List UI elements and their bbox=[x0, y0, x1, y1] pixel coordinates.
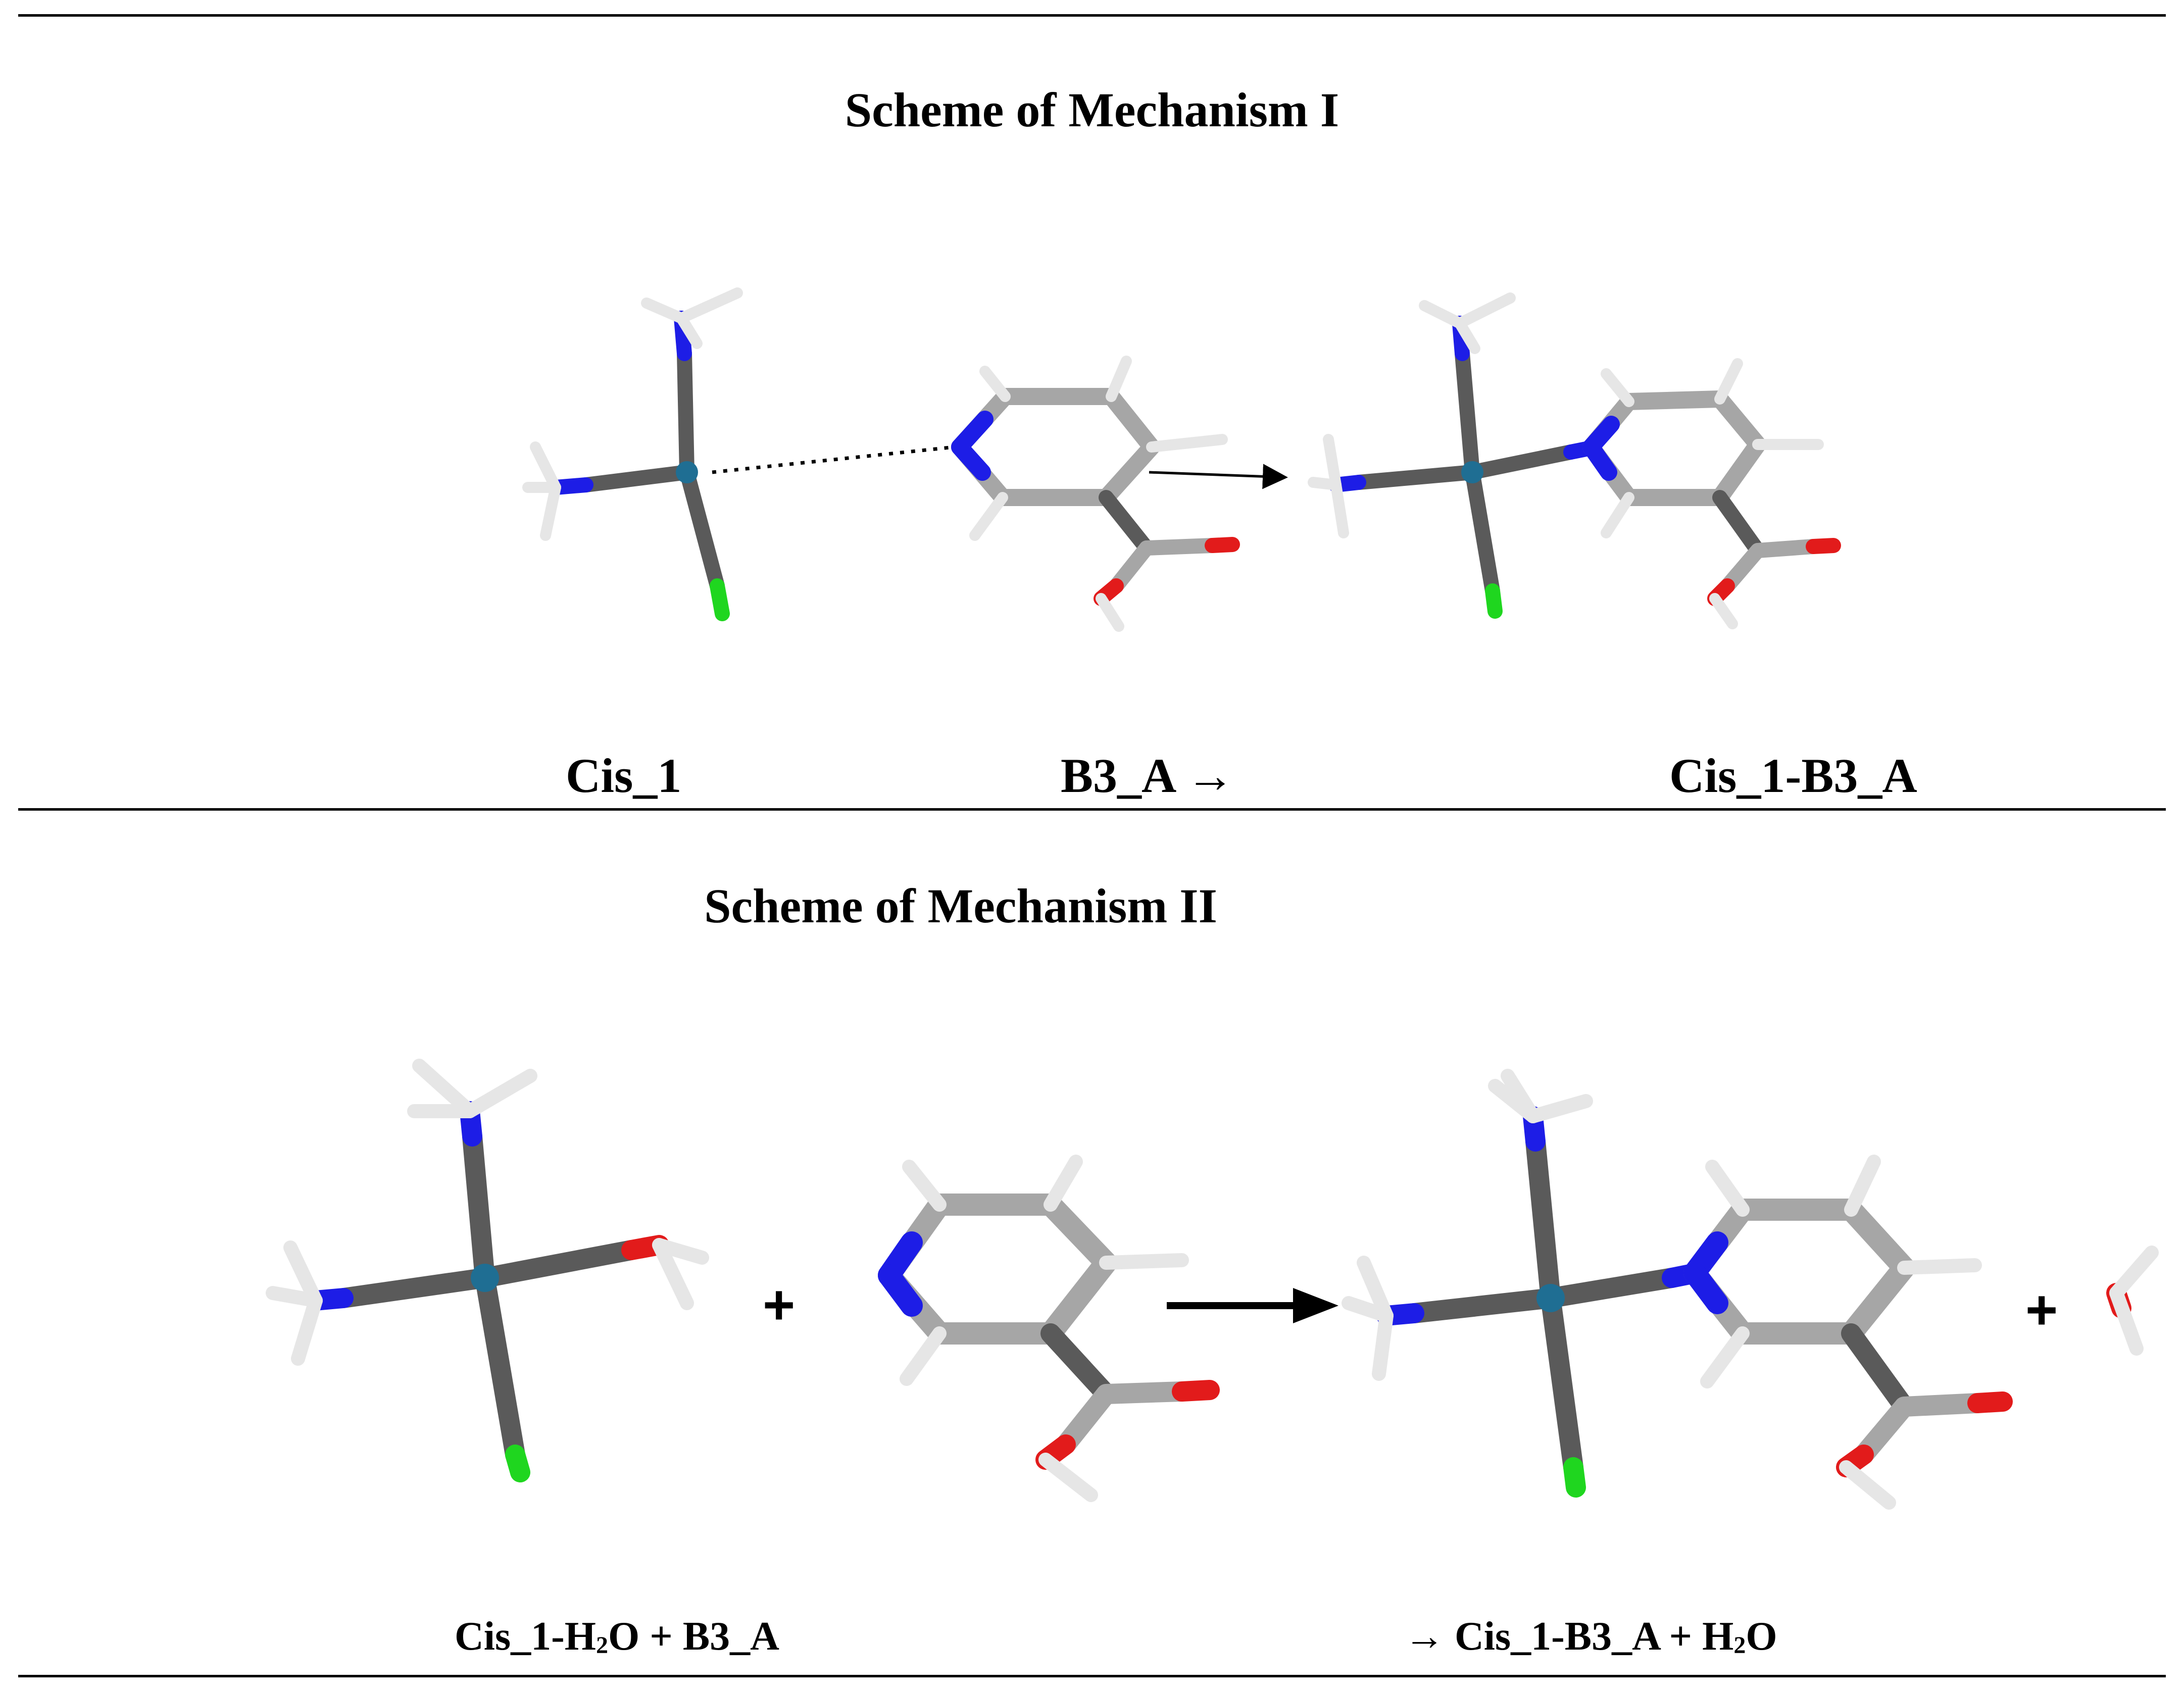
products-prefix: → Cis_1-B3_A + H bbox=[1404, 1614, 1734, 1659]
molecule-water bbox=[2106, 1246, 2159, 1356]
molecule-cis-1-b3-a-2 bbox=[1342, 1069, 2013, 1510]
molecule-cis-1-h2o bbox=[266, 1059, 709, 1482]
middle-rule bbox=[18, 808, 2166, 811]
products-suffix: O bbox=[1746, 1614, 1777, 1659]
label-cis-1: Cis_1 bbox=[566, 749, 682, 803]
label-cis-1-b3-a: Cis_1-B3_A bbox=[1669, 749, 1917, 803]
mechanism-2-title: Scheme of Mechanism II bbox=[704, 879, 1217, 933]
label-b3-a: B3_A → bbox=[1061, 749, 1235, 803]
reaction-arrow-2-head bbox=[1293, 1288, 1338, 1323]
molecule-cis-1-b3-a bbox=[1308, 292, 1841, 629]
label-reactants: Cis_1-H2O + B3_A bbox=[455, 1614, 779, 1660]
mechanism-1-title: Scheme of Mechanism I bbox=[845, 83, 1339, 137]
products-subscript: 2 bbox=[1733, 1632, 1746, 1659]
reactants-subscript: 2 bbox=[596, 1632, 608, 1659]
molecule-b3-a bbox=[951, 356, 1240, 632]
reaction-arrow-1 bbox=[1149, 464, 1288, 489]
reactants-prefix: Cis_1-H bbox=[455, 1614, 596, 1659]
plus-operator-1: + bbox=[763, 1274, 796, 1336]
bottom-rule bbox=[18, 1675, 2166, 1677]
molecule-b3-a-2 bbox=[878, 1155, 1220, 1502]
reactants-suffix: O + B3_A bbox=[608, 1614, 779, 1659]
label-products: → Cis_1-B3_A + H2O bbox=[1404, 1614, 1777, 1660]
top-rule bbox=[18, 14, 2166, 17]
molecule-cis-1 bbox=[522, 287, 955, 621]
plus-operator-2: + bbox=[2025, 1279, 2058, 1341]
